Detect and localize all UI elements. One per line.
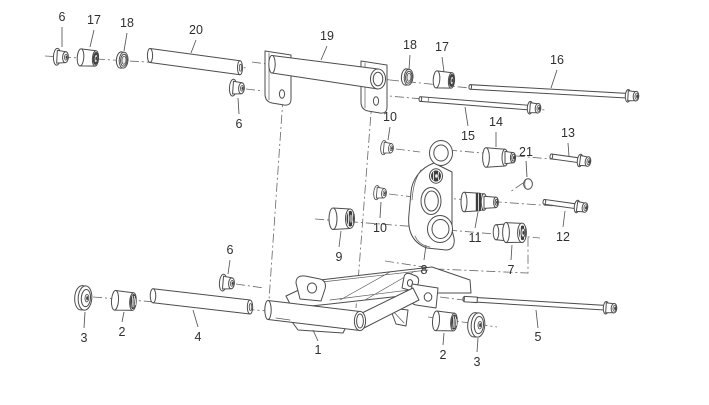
- callout-upper-bracket-tube: 19: [320, 29, 334, 43]
- leader-line-bushing-top-right: [441, 56, 445, 73]
- leader-line-bolt-short-upper: [567, 142, 570, 157]
- callout-spacer-tube: 4: [195, 330, 202, 344]
- part-2-bushing-a: [110, 289, 138, 313]
- part-2-bushing-b: [431, 310, 459, 333]
- callout-bolt-short-lower: 12: [556, 230, 570, 244]
- leader-line-nut-upper: [387, 126, 391, 141]
- callout-flange-nut-top-left: 6: [59, 10, 66, 24]
- part-20-pivot-shaft: [146, 48, 243, 76]
- part-6-flange-nut-b: [228, 78, 246, 98]
- part-5-long-bolt: [462, 295, 618, 315]
- leader-line-flange-nut-bottom: [227, 259, 231, 275]
- callout-bushing-top-right: 17: [435, 40, 449, 54]
- part-12-bolt: [542, 198, 589, 214]
- leader-line-spacer-tube: [192, 309, 199, 328]
- callout-dust-cap-right: 3: [474, 355, 481, 369]
- callout-knurled-bushing: 11: [469, 231, 482, 245]
- callout-bushing-bottom-right: 2: [440, 348, 447, 362]
- part-11-knurled-bushing: [460, 191, 499, 213]
- part-14-stepped-bushing: [482, 147, 517, 168]
- callout-pivot-shaft: 20: [189, 23, 203, 37]
- leader-line-roller-bushing: [510, 244, 513, 261]
- leader-line-bolt-short-lower: [562, 210, 566, 228]
- leader-line-swingarm: [312, 329, 319, 342]
- part-6-flange-nut-a: [52, 47, 70, 67]
- part-3-dust-cap-a: [73, 284, 94, 312]
- part-4-spacer-tube: [149, 288, 254, 315]
- part-16-long-bolt: [468, 84, 640, 103]
- leader-line-flange-nut-mid-left: [237, 97, 240, 115]
- leader-line-relay-arm: [423, 244, 427, 261]
- part-15-bolt: [418, 96, 542, 115]
- leader-line-dark-bushing: [338, 230, 342, 248]
- leader-line-long-bolt-lower: [535, 309, 539, 329]
- callout-bushing-top-left: 17: [87, 13, 101, 27]
- leader-line-bushing-bottom-left: [121, 311, 125, 323]
- callout-bolt-middle: 15: [461, 129, 475, 143]
- part-10-nut-b: [372, 184, 388, 202]
- leader-line-bushing-top-left: [89, 29, 95, 48]
- callout-roller-bushing: 7: [508, 263, 515, 277]
- part-7-roller-bushing: [492, 222, 527, 244]
- callout-swingarm: 1: [315, 343, 322, 357]
- leader-line-knurled-bushing: [474, 211, 479, 229]
- leader-line-bushing-bottom-right: [442, 332, 445, 346]
- part-6-flange-nut-c: [218, 273, 236, 293]
- leader-line-pivot-shaft: [190, 39, 197, 54]
- part-8-relay-arm: [408, 140, 455, 251]
- callout-bushing-bottom-left: 2: [119, 325, 126, 339]
- part-18-washer-b: [400, 67, 415, 87]
- leader-line-nut-lower: [379, 201, 382, 219]
- callout-nut-lower: 10: [373, 221, 387, 235]
- callout-washer-top-right: 18: [403, 38, 417, 52]
- leader-line-dust-cap-left: [83, 311, 86, 329]
- callout-long-bolt-lower: 5: [535, 330, 542, 344]
- part-21-cap-plug: [523, 178, 533, 190]
- part-17-bushing-b: [432, 70, 456, 90]
- part-3-dust-cap-b: [466, 311, 487, 339]
- part-13-bolt: [549, 153, 592, 168]
- leader-line-long-bolt-upper: [550, 69, 558, 89]
- part-19-upper-bracket-tube: [264, 50, 388, 114]
- part-10-nut-a: [379, 139, 395, 157]
- callout-long-bolt-upper: 16: [550, 53, 564, 67]
- leader-line-washer-top-left: [123, 32, 128, 52]
- leader-line-washer-top-right: [408, 54, 411, 71]
- part-1-swingarm: [264, 266, 472, 334]
- callout-washer-top-left: 18: [120, 16, 134, 30]
- callout-dark-bushing: 9: [336, 250, 343, 264]
- leader-line-bolt-middle: [464, 106, 469, 127]
- callout-flange-nut-bottom: 6: [227, 243, 234, 257]
- callout-bolt-short-upper: 13: [561, 126, 575, 140]
- callout-nut-upper: 10: [383, 110, 397, 124]
- part-9-dark-bushing: [328, 207, 355, 230]
- part-17-bushing-a: [76, 48, 100, 68]
- callout-stepped-bushing: 14: [489, 115, 503, 129]
- callout-dust-cap-left: 3: [81, 331, 88, 345]
- leader-line-cap-plug: [525, 160, 528, 178]
- part-18-washer-a: [115, 50, 130, 70]
- callout-relay-arm: 8: [421, 263, 428, 277]
- leader-line-dust-cap-right: [476, 337, 479, 353]
- leader-line-upper-bracket-tube: [320, 45, 328, 61]
- callout-flange-nut-mid-left: 6: [236, 117, 243, 131]
- callout-cap-plug: 21: [519, 145, 533, 159]
